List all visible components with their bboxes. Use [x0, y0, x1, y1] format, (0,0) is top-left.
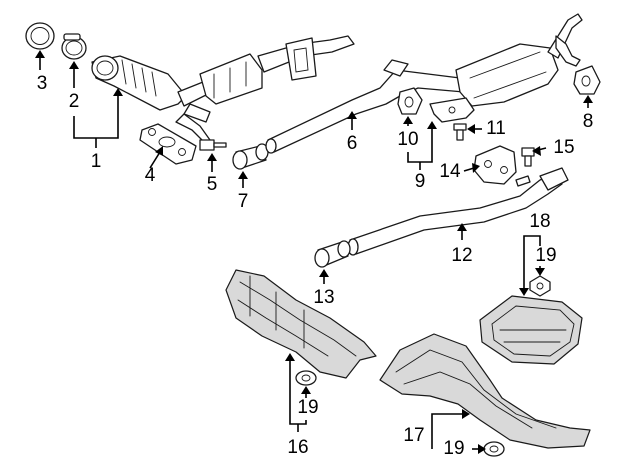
- leader-15: [532, 146, 547, 156]
- callout-19-left: 19: [297, 397, 318, 418]
- leader-19-bottom: [472, 444, 486, 454]
- part-1-front-pipe-converter: [91, 35, 355, 143]
- callout-12: 12: [451, 245, 472, 266]
- callout-11: 11: [486, 118, 506, 139]
- callout-17: 17: [403, 425, 424, 446]
- callout-7: 7: [238, 191, 249, 212]
- callout-19-upper: 19: [535, 245, 556, 266]
- part-13-connector: [314, 240, 351, 268]
- part-6-intermediate-pipe: [265, 13, 583, 154]
- leader-12: [457, 223, 467, 240]
- callout-19-bottom: 19: [443, 438, 464, 459]
- leader-18: [519, 235, 541, 296]
- part-19-nut: [483, 441, 505, 457]
- callout-15: 15: [553, 137, 574, 158]
- leader-10: [403, 116, 413, 126]
- part-19-nut: [295, 370, 317, 386]
- callout-4: 4: [145, 165, 156, 186]
- leader-19-left: [301, 386, 311, 398]
- callout-5: 5: [207, 174, 218, 195]
- leader-9: [407, 121, 437, 170]
- callout-13: 13: [313, 287, 334, 308]
- leader-4: [149, 146, 163, 169]
- leader-1: [73, 88, 123, 148]
- callout-10: 10: [397, 129, 418, 150]
- part-16-heat-shield: [225, 269, 377, 379]
- part-15-bolt: [521, 147, 535, 167]
- callout-6: 6: [347, 133, 358, 154]
- callout-9: 9: [415, 171, 426, 192]
- part-19-nut: [529, 275, 551, 297]
- leader-8: [583, 95, 593, 108]
- leader-11: [467, 124, 482, 134]
- leader-14: [463, 163, 480, 173]
- part-2-clamp: [61, 33, 87, 60]
- callout-18: 18: [529, 211, 550, 232]
- leader-16: [285, 353, 307, 432]
- part-3-gasket: [25, 22, 55, 50]
- callout-1: 1: [91, 151, 102, 172]
- part-11-bracket: [429, 97, 475, 141]
- callout-14: 14: [439, 161, 461, 182]
- part-8-rear-hanger: [573, 65, 601, 95]
- leader-19-upper: [535, 266, 545, 276]
- part-10-hanger-insulator: [397, 87, 423, 115]
- leader-3: [35, 50, 45, 70]
- part-5-bolt: [199, 139, 227, 151]
- part-12-tail-pipe: [347, 167, 569, 256]
- leader-5: [207, 153, 217, 172]
- leader-17: [431, 409, 470, 449]
- part-18-heat-shield: [479, 295, 583, 365]
- part-4-flange-gasket: [139, 123, 197, 165]
- callout-3: 3: [37, 73, 48, 94]
- part-17-heat-shield: [379, 333, 591, 449]
- leader-13: [319, 269, 329, 284]
- callout-16: 16: [287, 437, 308, 458]
- callout-8: 8: [583, 111, 594, 132]
- leader-2: [69, 61, 79, 88]
- part-7-connector: [232, 143, 269, 170]
- leader-7: [238, 171, 248, 188]
- callout-2: 2: [69, 91, 80, 112]
- part-14-mount-bracket: [473, 145, 517, 185]
- leader-6: [347, 111, 357, 130]
